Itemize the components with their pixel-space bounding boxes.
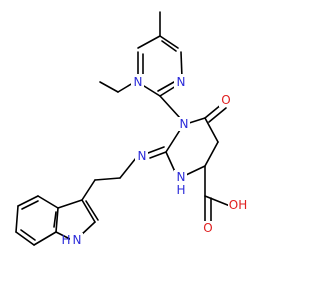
molecule-canvas: N N N O N H OH O [15,11,250,247]
bond-c6-c5 [204,117,219,143]
bond-inner-3 [157,81,175,92]
core-ring: N O N H OH O [147,93,250,235]
bond-c2-n [143,85,161,97]
bond-c3a-c3 [57,199,83,209]
atom-nh-n: N [177,170,186,184]
bond-c7a-c3a [55,207,59,233]
bond-c3a-c4 [37,195,59,209]
atom-indole-h: H [61,233,70,247]
atom-indole-n: N [73,233,82,247]
bond-ch2-indole [81,179,96,201]
bond-c5-c6 [15,205,19,233]
bond-n1-c7a [55,231,73,241]
bond-c-imine [149,151,167,159]
bond-benz-inner-3 [53,211,57,228]
pyrimidine-ring: N N [99,11,187,97]
atom-carbonyl-o: O [221,93,230,107]
atom-pyrimidine-n-left: N [134,75,143,89]
bond-c-oh [204,195,231,207]
bond-inner-1 [161,40,177,52]
ethyl-linker: N [81,149,148,201]
atom-imine-n: N [138,149,147,163]
bond-c6-c7 [15,231,35,246]
bond-c3-c2 [81,199,96,223]
bond-c5-c6 [159,35,179,49]
bond-n-c2 [159,85,177,97]
bond-c4-c5 [17,195,39,207]
atom-ring-n1: N [180,117,189,131]
bond-c2-n1b [165,129,181,153]
bond-c5-c4 [204,141,219,167]
bond-c-o-double [208,107,227,123]
bond-benz-inner-2 [20,229,36,241]
bond-c2-n1 [159,95,181,119]
bond-ch2-ch2 [94,177,121,181]
molecule-structure: N N N O N H OH O [15,11,250,247]
bond-c7-c7a [33,231,57,246]
bond-benz-inner-1 [21,200,39,210]
bond-c-imine-double [147,146,165,154]
bond-c3-c2-double [85,200,99,221]
bond-n-ch2 [119,157,137,179]
atom-acid-o: O [203,221,212,235]
bond-c4-c5 [137,35,161,49]
indole: N H [15,195,99,247]
methyl-left-end [99,81,119,93]
atom-pyrimidine-n-right: N [177,75,186,89]
atom-acid-oh: OH [229,198,247,212]
bond-c6-n [180,51,183,79]
bond-c4-nh [185,165,206,176]
atom-nh-h: H [176,183,185,197]
